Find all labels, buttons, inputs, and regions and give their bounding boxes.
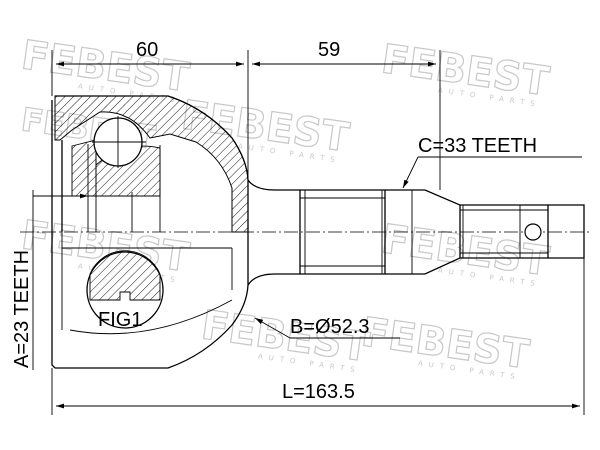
dim-total-length: L=163.5 <box>51 258 585 415</box>
shaft-neck <box>247 179 301 286</box>
leader-arrow <box>402 156 419 189</box>
shaft-taper <box>385 189 461 275</box>
spline-body <box>300 189 386 275</box>
figure-label: FIG1 <box>98 309 142 331</box>
dim-flange-length: 60 <box>51 39 249 180</box>
flange-length-label: 60 <box>136 39 158 61</box>
housing-inner-lower <box>69 299 233 335</box>
housing-hatch-upper <box>54 95 249 233</box>
dim-shaft-length: 59 <box>252 39 441 190</box>
total-length-label: L=163.5 <box>282 381 355 403</box>
shaft-tip <box>548 204 585 259</box>
watermark: FEBEST AUTO PARTS <box>18 32 193 105</box>
outer-diameter-label: B=Ø52.3 <box>290 316 370 338</box>
watermark: FEBEST AUTO PARTS <box>378 36 553 109</box>
callout-inner-teeth: A=23 TEETH <box>11 190 88 370</box>
watermark: FEBEST AUTO PARTS <box>358 309 533 382</box>
stub-shaft <box>247 179 585 286</box>
cage-hatch <box>71 139 97 197</box>
watermark: FEBEST AUTO PARTS <box>198 302 373 375</box>
fig1-hatch <box>89 250 161 301</box>
housing-face <box>51 100 56 369</box>
callout-outer-diameter: B=Ø52.3 <box>254 316 400 339</box>
shaft-length-label: 59 <box>318 39 340 61</box>
inner-teeth-label: A=23 TEETH <box>11 250 33 368</box>
leader-arrow <box>254 317 291 339</box>
cotter-pin-hole <box>524 223 542 241</box>
outer-teeth-label: C=33 TEETH <box>418 135 537 157</box>
callout-outer-teeth: C=33 TEETH <box>402 135 582 189</box>
